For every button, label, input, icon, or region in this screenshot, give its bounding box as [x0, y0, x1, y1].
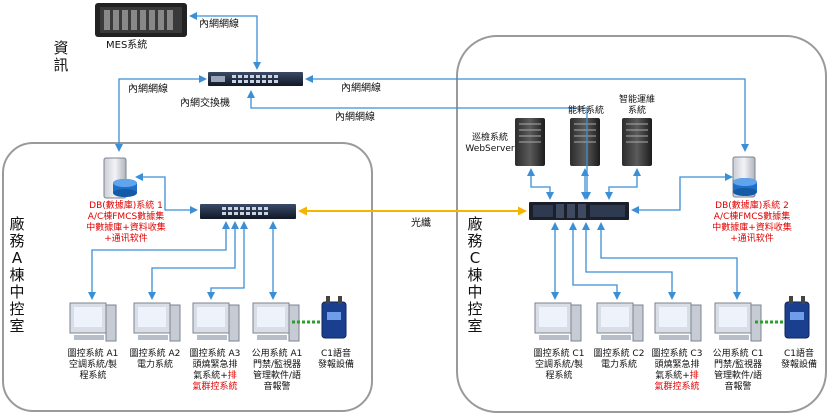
- voice-alarm-c-icon: [784, 296, 810, 339]
- link-ops-switch: [605, 168, 641, 200]
- pc-c2-caption: 圖控系統 C2 電力系統: [593, 349, 645, 370]
- link-switch-db-a: [115, 75, 207, 152]
- it-vertical-label: 資訊: [53, 39, 69, 74]
- link-db-c-switch-c: [631, 173, 733, 214]
- building-a-switch-icon: [200, 204, 296, 219]
- building-c-switch-icon: [529, 202, 629, 220]
- pc-a3-icon: [192, 302, 240, 342]
- link-web-switch: [527, 168, 554, 200]
- core-switch-label: 內網交換機: [180, 98, 230, 109]
- pc-c4-icon: [714, 302, 762, 342]
- db-c-label: DB(數據庫)系統 2 A/C棟FMCS數據集 中數據庫+資料收集 +通讯软件: [712, 201, 792, 244]
- link-db-a-switch-a: [135, 173, 198, 214]
- link-label-left: 內網網線: [128, 84, 168, 95]
- link-label-c: 內網網線: [335, 112, 375, 123]
- building-a-vertical-label: 廠務A棟中控室: [9, 215, 25, 335]
- fiber-label: 光纖: [411, 218, 431, 229]
- voice-alarm-c-caption: C1語音 發報設備: [780, 349, 817, 370]
- pc-c3-icon: [654, 302, 702, 342]
- energy-server-label: 能耗系統: [567, 106, 604, 116]
- voice-alarm-a-icon: [321, 296, 347, 339]
- ops-server-icon: [622, 118, 652, 166]
- db-server-a-icon: [103, 157, 137, 199]
- web-server-label: 巡檢系統 WebServer: [465, 133, 515, 154]
- pc-a2-icon: [133, 302, 181, 342]
- pc-c1-caption: 圖控系統 C1 空調系統/製 程系統: [533, 349, 585, 381]
- link-label-mes: 內網網線: [199, 19, 239, 30]
- link-switch-db-c: [305, 75, 749, 152]
- core-switch-icon: [208, 72, 303, 86]
- link-mes-switch: [189, 12, 261, 70]
- pc-a3-caption: 圖控系統 A3 頭燒緊急排 氣系統+排 氣群控系統: [189, 349, 241, 392]
- pc-a1-caption: 圖控系統 A1 空調系統/製 程系統: [67, 349, 119, 381]
- link-a-pc3: [207, 221, 248, 300]
- pc-a4-caption: 公用系統 A1 門禁/監視器 管理軟件/語 音報警: [251, 349, 303, 392]
- mes-server-icon: [95, 3, 187, 37]
- mes-label: MES系統: [106, 40, 148, 51]
- voice-alarm-a-caption: C1語音 發報設備: [317, 349, 354, 370]
- network-links: [88, 12, 749, 300]
- pc-c2-icon: [596, 302, 644, 342]
- ops-server-label: 智能運維 系統: [618, 95, 655, 116]
- building-c-frame: [456, 35, 827, 413]
- pc-c4-caption: 公用系統 C1 門禁/監視器 管理軟件/語 音報警: [712, 349, 764, 392]
- pc-a1-icon: [69, 302, 117, 342]
- link-c-pc3: [582, 222, 676, 300]
- link-switch-c: [247, 90, 591, 200]
- db-a-label: DB(數據庫)系統 1 A/C棟FMCS數據集 中數據庫+資料收集 +通讯软件: [86, 201, 166, 244]
- pc-a2-caption: 圖控系統 A2 電力系統: [129, 349, 181, 370]
- building-c-vertical-label: 廠務C棟中控室: [467, 215, 483, 335]
- db-server-c-icon: [732, 156, 757, 198]
- web-server-icon: [515, 118, 545, 166]
- link-c-pc4: [597, 222, 741, 300]
- pc-c1-icon: [534, 302, 582, 342]
- pc-c3-caption: 圖控系統 C3 頭燒緊急排 氣系統+排 氣群控系統: [651, 349, 703, 392]
- energy-server-icon: [570, 118, 600, 166]
- link-c-pc2: [569, 222, 621, 300]
- link-label-right: 內網網線: [341, 83, 381, 94]
